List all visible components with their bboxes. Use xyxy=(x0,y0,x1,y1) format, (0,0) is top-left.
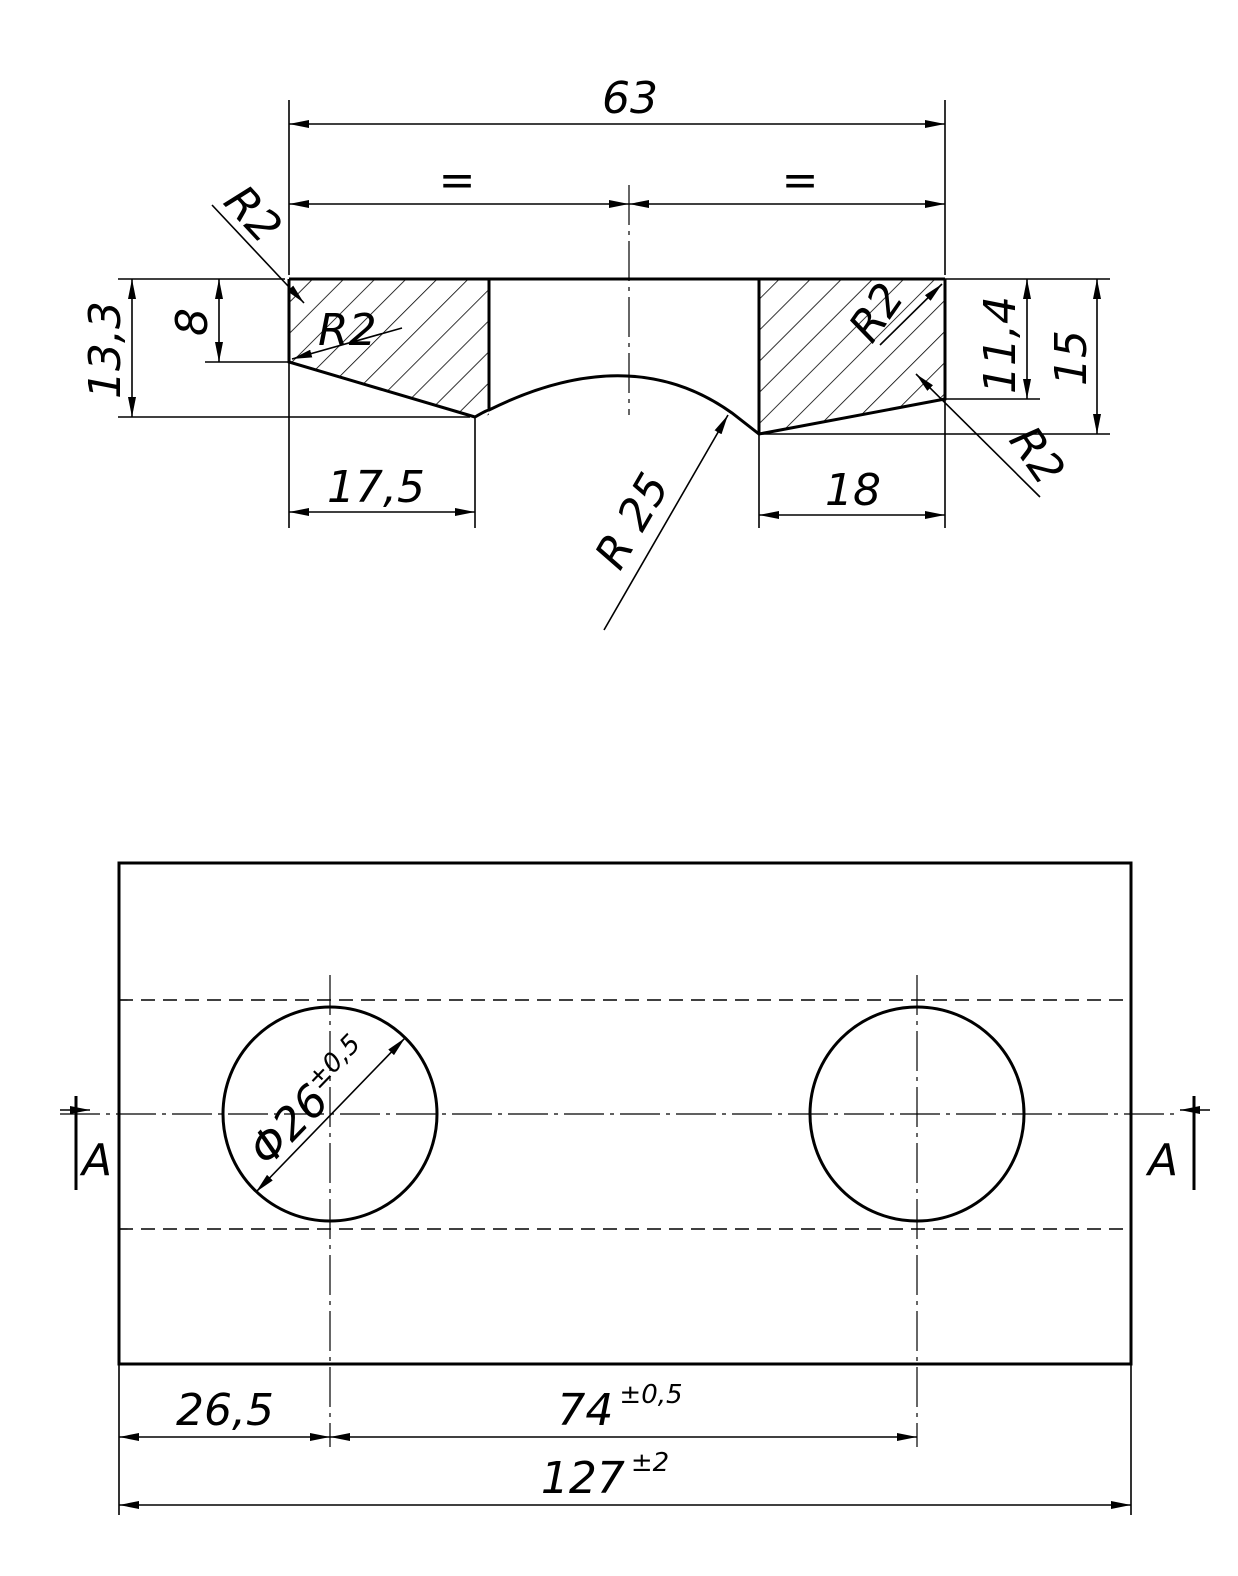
plan-view: Φ26±0,5 A A 26,5 74±0,5 127±2 xyxy=(60,861,1210,1515)
r2-bottom-right-leader xyxy=(915,373,1041,498)
dim-18-label: 18 xyxy=(825,465,881,516)
r2-bottom-right-label: R2 xyxy=(999,417,1074,494)
r2-top-left-label: R2 xyxy=(214,176,291,254)
hole-diameter-label: Φ26±0,5 xyxy=(239,1029,383,1176)
dim-74-label: 74±0,5 xyxy=(557,1380,682,1436)
left-block-hatch xyxy=(289,279,489,417)
dim-15-label: 15 xyxy=(1046,330,1097,386)
section-right-label: A xyxy=(1145,1135,1178,1186)
r2-inner-right-leader xyxy=(879,283,943,346)
diameter-leader xyxy=(255,1037,406,1193)
hole-left xyxy=(221,1005,439,1223)
dim-equal-right-label: = xyxy=(782,155,819,206)
r2-inner-left-label: R2 xyxy=(318,305,377,356)
r25-leader xyxy=(603,414,729,631)
dim-127-label: 127±2 xyxy=(541,1448,669,1504)
dim-13-3-label: 13,3 xyxy=(80,301,131,399)
section-marker-right: A xyxy=(1145,1096,1210,1190)
dim-8-label: 8 xyxy=(167,308,218,336)
dim-17-5-label: 17,5 xyxy=(327,462,425,513)
section-marker-left: A xyxy=(60,1096,112,1190)
dim-equal-left-label: = xyxy=(439,155,476,206)
hole-right xyxy=(808,1005,1026,1223)
section-view: 63 = = R2 R2 R2 R2 13,3 8 11,4 xyxy=(80,73,1110,631)
section-left-label: A xyxy=(79,1135,112,1186)
r2-top-left-leader xyxy=(211,204,305,304)
right-block-hatch xyxy=(759,279,945,434)
dim-26-5-label: 26,5 xyxy=(176,1385,274,1436)
r25-label: R 25 xyxy=(585,465,679,578)
dim-63-label: 63 xyxy=(602,73,658,124)
r2-inner-left-leader xyxy=(291,327,403,360)
dim-11-4-label: 11,4 xyxy=(975,296,1026,394)
